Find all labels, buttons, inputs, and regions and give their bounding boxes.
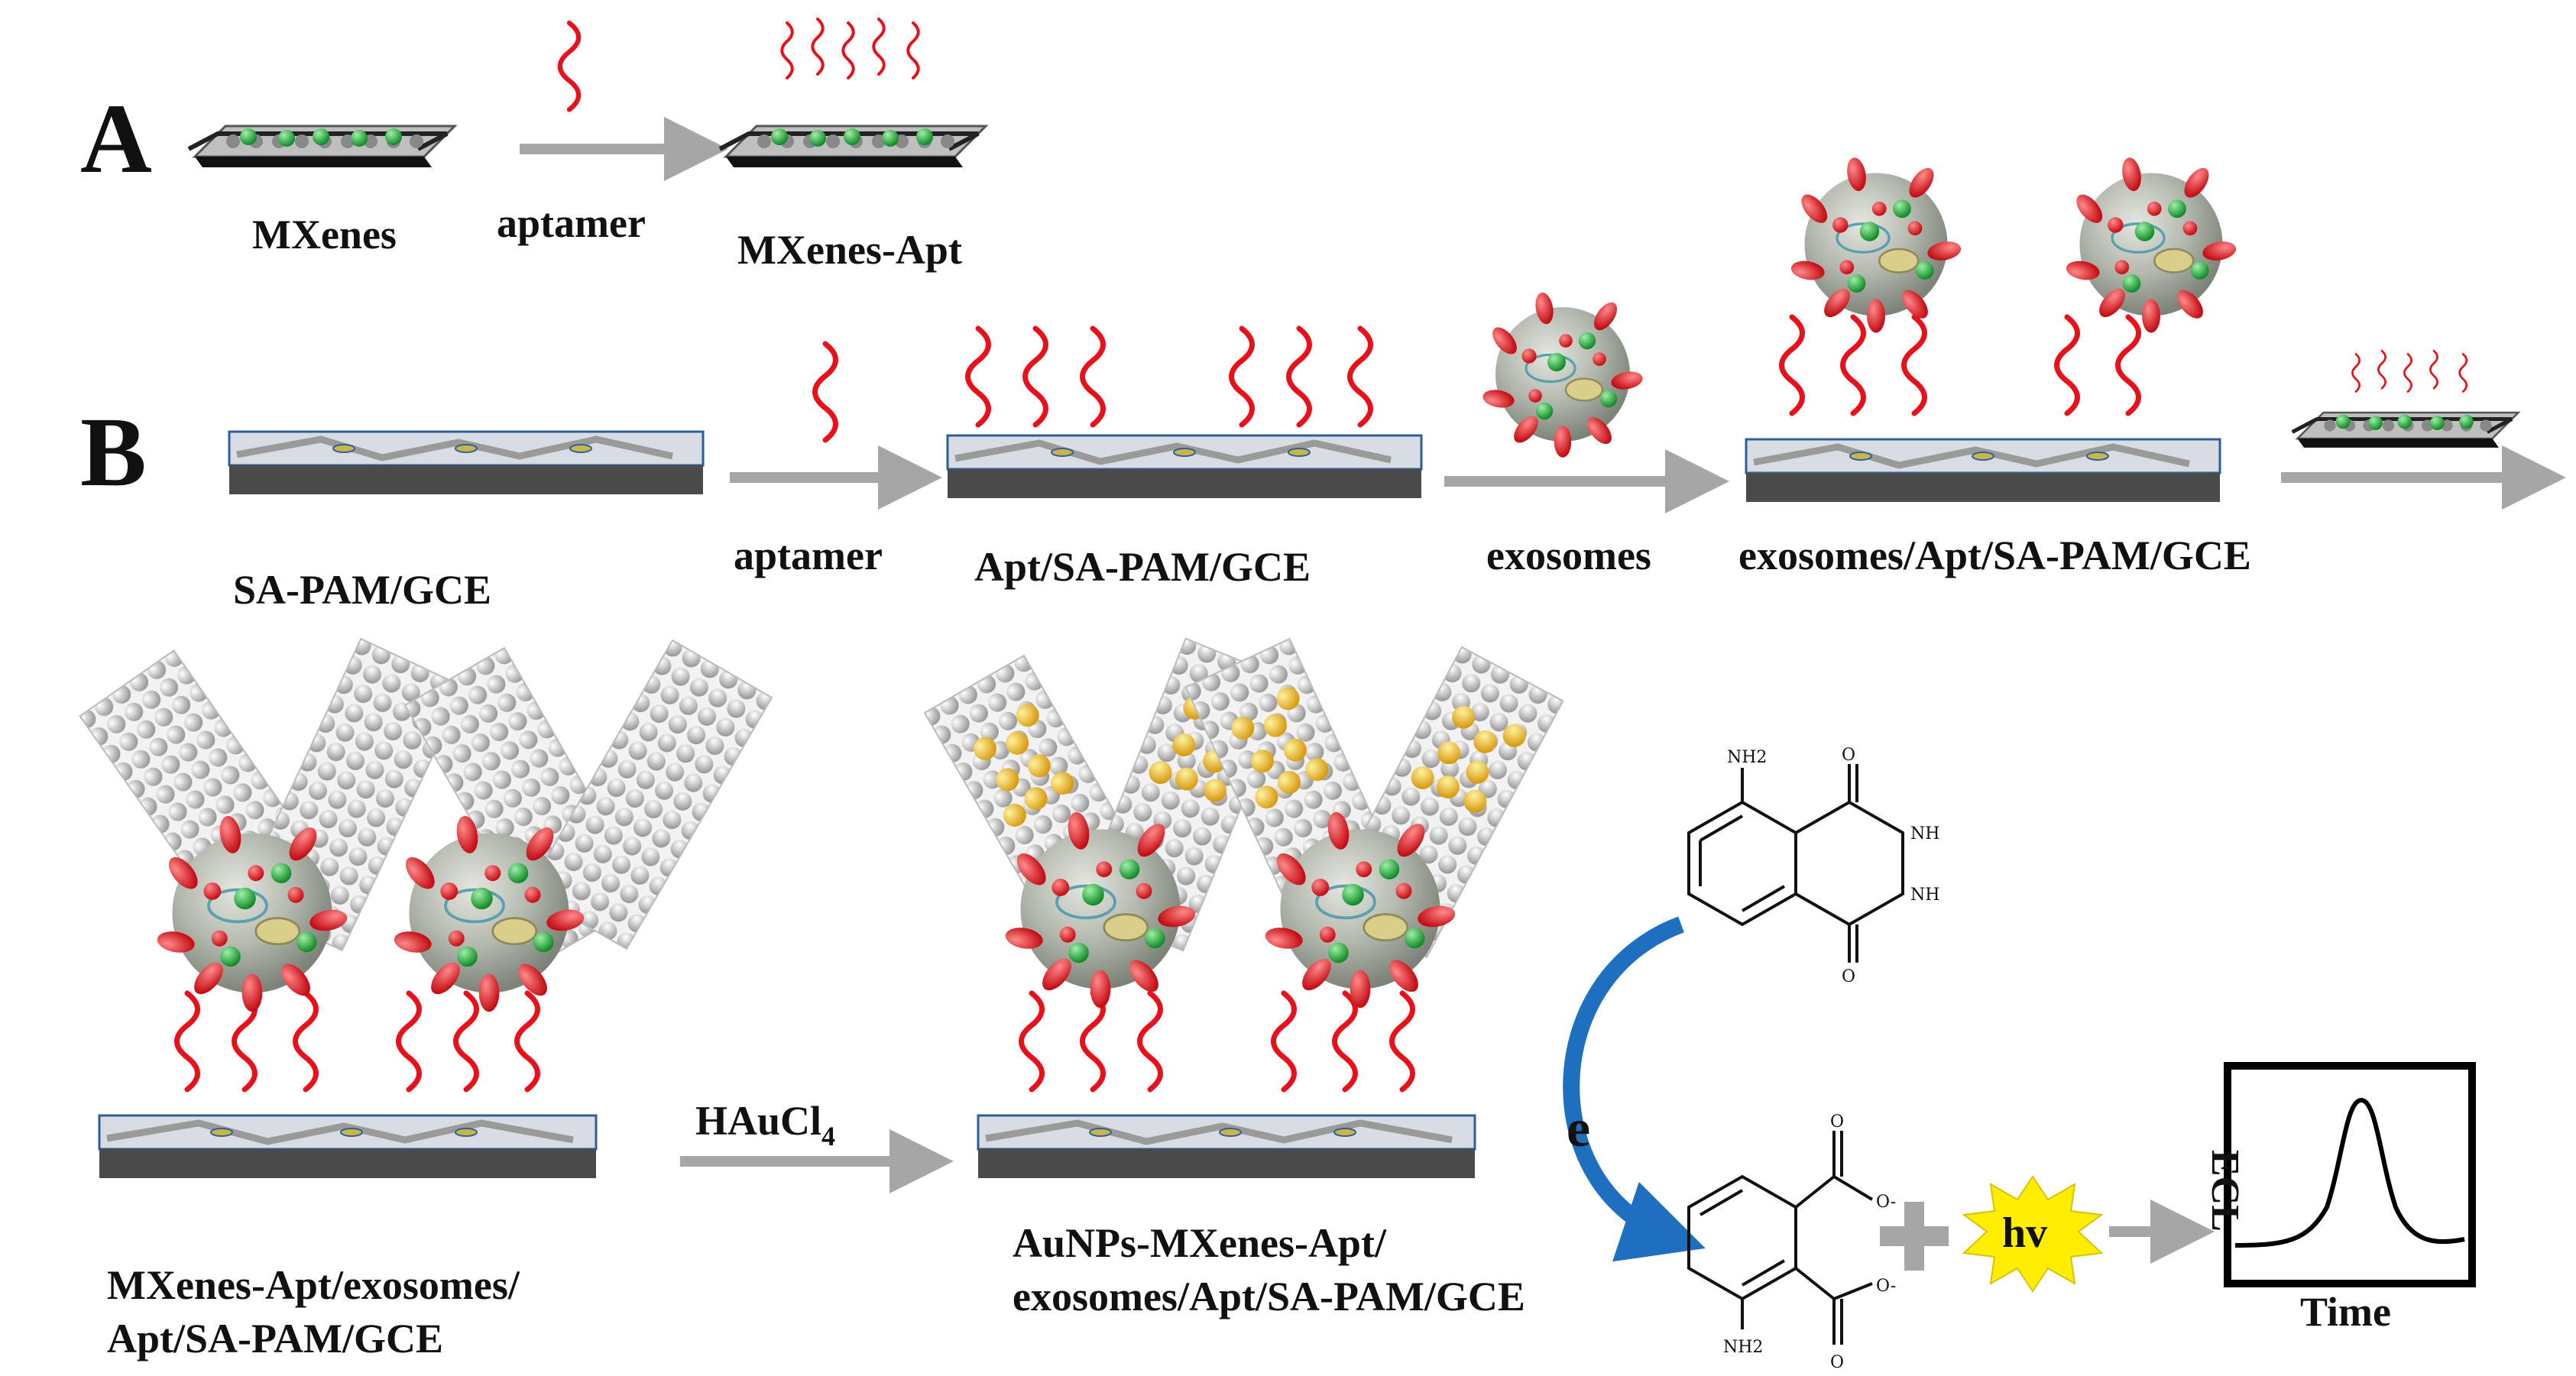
o-minus-1: O- bbox=[1876, 1193, 1896, 1212]
nh2-top: NH2 bbox=[1727, 748, 1767, 767]
electron-label: e bbox=[1567, 1099, 1590, 1158]
mxenes-label: MXenes bbox=[252, 212, 397, 257]
mxene-apt-sheet-icon bbox=[720, 18, 986, 167]
nh2-bot: NH2 bbox=[1723, 1338, 1763, 1357]
time-axis-label: Time bbox=[2300, 1289, 2391, 1335]
panel-a-letter: A bbox=[80, 84, 152, 194]
nh-top-2: NH bbox=[1910, 885, 1939, 905]
mxene-apt-sheet-icon bbox=[2292, 349, 2519, 448]
exosomes-label: exosomes bbox=[1486, 533, 1651, 578]
panel-c-right-label-2: exosomes/Apt/SA-PAM/GCE bbox=[1013, 1274, 1525, 1319]
electrode-apt bbox=[948, 329, 1421, 498]
electrode-exosomes bbox=[1746, 154, 2239, 502]
aptamer-icon bbox=[815, 344, 836, 440]
panel-c-left-label-1: MXenes-Apt/exosomes/ bbox=[107, 1262, 520, 1308]
haucl4-label: HAuCl4 bbox=[695, 1098, 835, 1151]
panel-c-right-label-1: AuNPs-MXenes-Apt/ bbox=[1013, 1220, 1387, 1266]
o-minus-2: O- bbox=[1876, 1277, 1896, 1296]
ecl-peak-curve bbox=[2234, 1097, 2465, 1248]
o-bot-1: O bbox=[1830, 1112, 1844, 1132]
ecl-plot-frame bbox=[2224, 1062, 2476, 1287]
electrode-mxene-apt-exosomes bbox=[79, 638, 773, 1178]
photon-label: hv bbox=[2002, 1209, 2047, 1257]
mxene-sheet-icon bbox=[189, 126, 455, 167]
luminol-molecule bbox=[1687, 764, 1904, 963]
electrode-aunps-mxene bbox=[924, 637, 1564, 1178]
electron-transfer-arrow bbox=[1563, 916, 1706, 1262]
mxenes-apt-label: MXenes-Apt bbox=[737, 227, 962, 273]
plus-icon bbox=[1880, 1202, 1949, 1271]
electrode-sa-pam-gce bbox=[229, 432, 703, 494]
nh-top-1: NH bbox=[1910, 824, 1939, 843]
panel-b-letter: B bbox=[80, 397, 147, 507]
step3-label: exosomes/Apt/SA-PAM/GCE bbox=[1738, 533, 2251, 578]
aminophthalate-molecule bbox=[1687, 1131, 1874, 1345]
aptamer-label-a: aptamer bbox=[497, 200, 646, 246]
o-top-2: O bbox=[1842, 967, 1855, 986]
panel-c-left-label-2: Apt/SA-PAM/GCE bbox=[107, 1316, 443, 1361]
step1-label: SA-PAM/GCE bbox=[233, 567, 491, 613]
ecl-axis-label: ECL bbox=[2203, 1150, 2247, 1232]
photon-burst-icon bbox=[1962, 1175, 2104, 1293]
o-bot-2: O bbox=[1830, 1353, 1844, 1372]
o-top-1: O bbox=[1842, 746, 1855, 765]
exosome-icon bbox=[1479, 290, 1646, 459]
aptamer-icon bbox=[560, 23, 578, 109]
step2-label: Apt/SA-PAM/GCE bbox=[974, 544, 1311, 590]
aptamer-label-b: aptamer bbox=[734, 533, 883, 578]
